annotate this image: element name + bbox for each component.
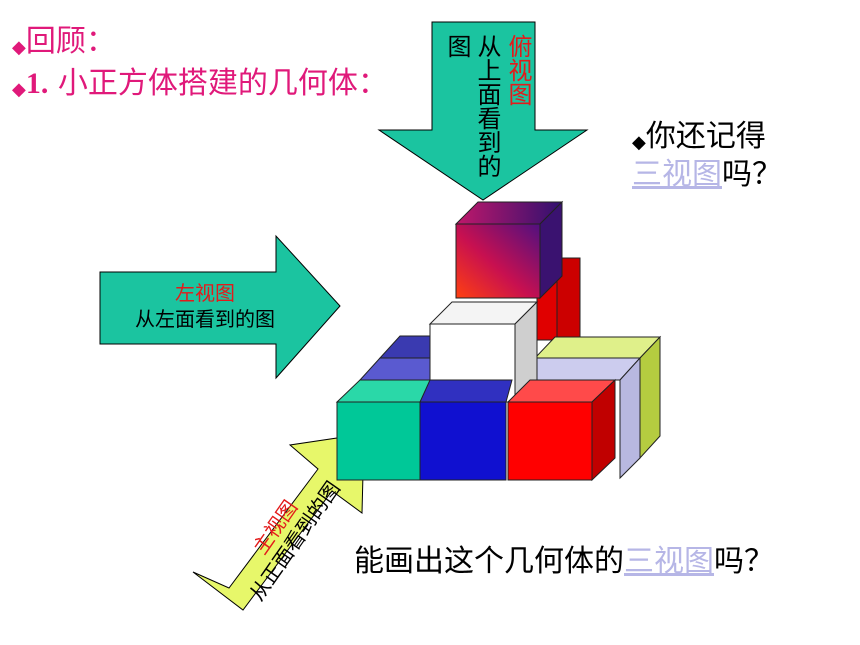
cube-back-right-lime — [510, 335, 662, 480]
item-number: 1. — [25, 67, 49, 100]
left-view-arrow — [99, 234, 341, 380]
review-heading: ◆回顾： — [12, 24, 116, 60]
remember-suffix: 吗？ — [722, 157, 782, 192]
cube-front-green — [335, 379, 442, 481]
top-view-arrow — [377, 21, 589, 201]
remember-prefix: 你还记得 — [645, 119, 766, 154]
bullet-icon: ◆ — [632, 132, 646, 153]
remember-prompt: ◆你还记得 三视图吗？ — [632, 118, 782, 194]
three-views-link[interactable]: 三视图 — [632, 157, 722, 192]
cube-top-gradient — [454, 200, 564, 300]
left-view-label: 左视图 从左面看到的图 — [100, 280, 310, 332]
cube-back-blue — [358, 335, 431, 381]
top-view-title: 俯视图 — [504, 34, 532, 106]
top-view-desc: 从上面看到的图 — [443, 34, 501, 178]
question-prefix: 能画出这个几何体的 — [354, 544, 624, 579]
item-heading: ◆1. 小正方体搭建的几何体： — [12, 66, 388, 102]
question-text: 能画出这个几何体的三视图吗？ — [354, 542, 774, 582]
left-view-desc: 从左面看到的图 — [135, 307, 275, 331]
review-label: 回顾： — [25, 24, 116, 59]
cube-front-red — [506, 378, 617, 482]
bullet-icon: ◆ — [12, 79, 26, 100]
question-suffix: 吗？ — [714, 544, 774, 579]
three-views-link-bottom[interactable]: 三视图 — [624, 544, 714, 579]
left-view-title: 左视图 — [175, 281, 235, 305]
bullet-icon: ◆ — [12, 37, 26, 58]
cube-front-blue — [419, 379, 513, 481]
item-text: 小正方体搭建的几何体： — [48, 66, 388, 101]
